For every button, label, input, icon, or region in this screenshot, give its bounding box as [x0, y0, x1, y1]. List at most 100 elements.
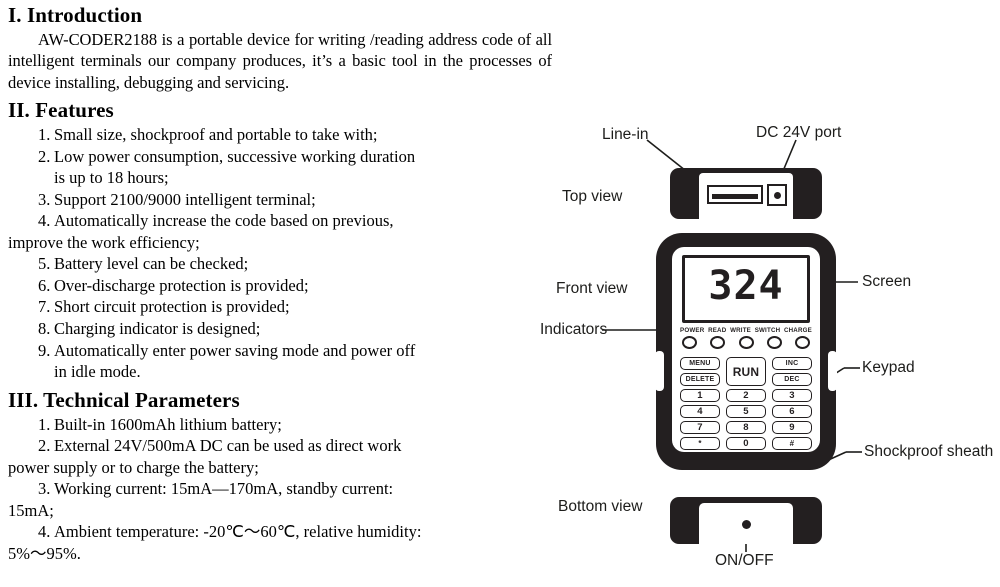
heading-features: II. Features [8, 98, 114, 123]
list-item: 5.Battery level can be checked; [8, 253, 552, 275]
list-item-number: 2. [38, 146, 51, 166]
front-faceplate: 324 POWER READ WRITE SWITCH CHARGE [672, 247, 820, 452]
led-read [710, 336, 726, 349]
top-view-panel [699, 173, 793, 219]
list-item: 3.Support 2100/9000 intelligent terminal… [8, 189, 552, 211]
key-8[interactable]: 8 [726, 421, 766, 434]
list-item: 9.Automatically enter power saving mode … [8, 340, 552, 362]
on-off-button[interactable] [741, 520, 751, 529]
list-item-number: 9. [38, 340, 51, 360]
key-menu[interactable]: MENU [680, 357, 720, 370]
list-item-text: Working current: 15mA—170mA, standby cur… [54, 479, 394, 499]
key-star[interactable]: * [680, 437, 720, 450]
key-0[interactable]: 0 [726, 437, 766, 450]
list-item: 1.Small size, shockproof and portable to… [8, 124, 552, 146]
indicator-leds [682, 336, 810, 349]
list-item-text: External 24V/500mA DC can be used as dir… [54, 436, 402, 456]
features-list: 1.Small size, shockproof and portable to… [8, 124, 552, 382]
key-7[interactable]: 7 [680, 421, 720, 434]
keypad-column-middle: RUN 2 5 8 0 [726, 357, 766, 453]
list-item: 4.Automatically increase the code based … [8, 210, 552, 232]
list-item-number: 3. [38, 479, 51, 499]
list-item-number: 1. [38, 414, 51, 434]
heading-technical-parameters: III. Technical Parameters [8, 387, 240, 412]
indicator-label-charge: CHARGE [783, 327, 812, 334]
view-label-top: Top view [562, 188, 623, 205]
led-switch [766, 336, 782, 349]
key-9[interactable]: 9 [772, 421, 812, 434]
key-2[interactable]: 2 [726, 389, 766, 402]
view-label-bottom: Bottom view [558, 498, 643, 515]
key-4[interactable]: 4 [680, 405, 720, 418]
list-item-text: Short circuit protection is provided; [54, 297, 290, 317]
list-item-number: 4. [38, 522, 51, 542]
indicator-label-read: READ [708, 327, 727, 334]
list-item-text: Low power consumption, successive workin… [54, 146, 416, 166]
key-hash[interactable]: # [772, 437, 812, 450]
key-inc[interactable]: INC [772, 357, 812, 370]
list-item: 6.Over-discharge protection is provided; [8, 275, 552, 297]
list-item-text: Automatically enter power saving mode an… [54, 340, 416, 360]
list-item-text: Battery level can be checked; [54, 254, 249, 274]
indicator-label-switch: SWITCH [754, 327, 781, 334]
list-item-continuation: power supply or to charge the battery; [8, 457, 259, 477]
keypad-column-right: INC DEC 3 6 9 # [772, 357, 812, 453]
list-item-number: 3. [38, 189, 51, 209]
device-keypad: MENU DELETE 1 4 7 * RUN 2 5 8 0 [680, 357, 812, 450]
device-top-view [670, 168, 822, 219]
indicator-label-write: WRITE [730, 327, 752, 334]
list-item-continuation: in idle mode. [54, 362, 141, 382]
list-item: 1.Built-in 1600mAh lithium battery; [8, 414, 552, 436]
callout-dc-24v-port: DC 24V port [756, 124, 842, 141]
indicator-label-power: POWER [680, 327, 705, 334]
line-in-slot [712, 194, 758, 199]
list-item-number: 7. [38, 297, 51, 317]
list-item: 8.Charging indicator is designed; [8, 318, 552, 340]
text-column: I. Introduction AW-CODER2188 is a portab… [8, 3, 552, 565]
key-6[interactable]: 6 [772, 405, 812, 418]
key-5[interactable]: 5 [726, 405, 766, 418]
heading-introduction: I. Introduction [8, 3, 143, 27]
screen-value: 324 [708, 263, 784, 309]
line-in-port [707, 185, 763, 204]
list-item-number: 1. [38, 125, 51, 145]
list-item: 2.External 24V/500mA DC can be used as d… [8, 435, 552, 457]
list-item-continuation: improve the work efficiency; [8, 232, 200, 252]
intro-paragraph: AW-CODER2188 is a portable device for wr… [8, 29, 552, 92]
device-front-view: 324 POWER READ WRITE SWITCH CHARGE [655, 233, 837, 470]
list-item-continuation: is up to 18 hours; [54, 168, 169, 188]
callout-indicators: Indicators [540, 321, 608, 338]
callout-on-off: ON/OFF [715, 552, 774, 569]
dc-power-port [767, 184, 787, 206]
list-item-continuation: 15mA; [8, 500, 54, 520]
list-item-number: 8. [38, 318, 51, 338]
callout-line-in: Line-in [602, 126, 649, 143]
callout-screen: Screen [862, 273, 912, 290]
device-diagram: Line-in DC 24V port Top view Front view … [540, 0, 1000, 587]
key-delete[interactable]: DELETE [680, 373, 720, 386]
list-item: 4.Ambient temperature: -20℃～60℃, relativ… [8, 521, 552, 543]
list-item-text: Automatically increase the code based on… [54, 211, 394, 231]
list-item-text: Ambient temperature: -20℃～60℃, relative … [54, 522, 422, 542]
callout-keypad: Keypad [862, 359, 915, 376]
key-1[interactable]: 1 [680, 389, 720, 402]
bottom-view-panel [699, 503, 793, 544]
list-item: 7.Short circuit protection is provided; [8, 296, 552, 318]
led-charge [795, 336, 810, 349]
dc-port-pin [773, 191, 781, 199]
key-3[interactable]: 3 [772, 389, 812, 402]
technical-parameters-list: 1.Built-in 1600mAh lithium battery; 2.Ex… [8, 414, 552, 565]
key-run[interactable]: RUN [726, 357, 766, 386]
sheath-notch-left [655, 351, 664, 391]
view-label-front: Front view [556, 280, 628, 297]
list-item-number: 2. [38, 436, 51, 456]
list-item-text: Charging indicator is designed; [54, 318, 261, 338]
list-item-continuation: 5%～95%. [8, 543, 81, 563]
list-item-number: 4. [38, 211, 51, 231]
list-item: 2.Low power consumption, successive work… [8, 146, 552, 168]
list-item-text: Over-discharge protection is provided; [54, 275, 309, 295]
list-item: 3.Working current: 15mA—170mA, standby c… [8, 478, 552, 500]
key-dec[interactable]: DEC [772, 373, 812, 386]
list-item-number: 6. [38, 275, 51, 295]
keypad-column-left: MENU DELETE 1 4 7 * [680, 357, 720, 453]
